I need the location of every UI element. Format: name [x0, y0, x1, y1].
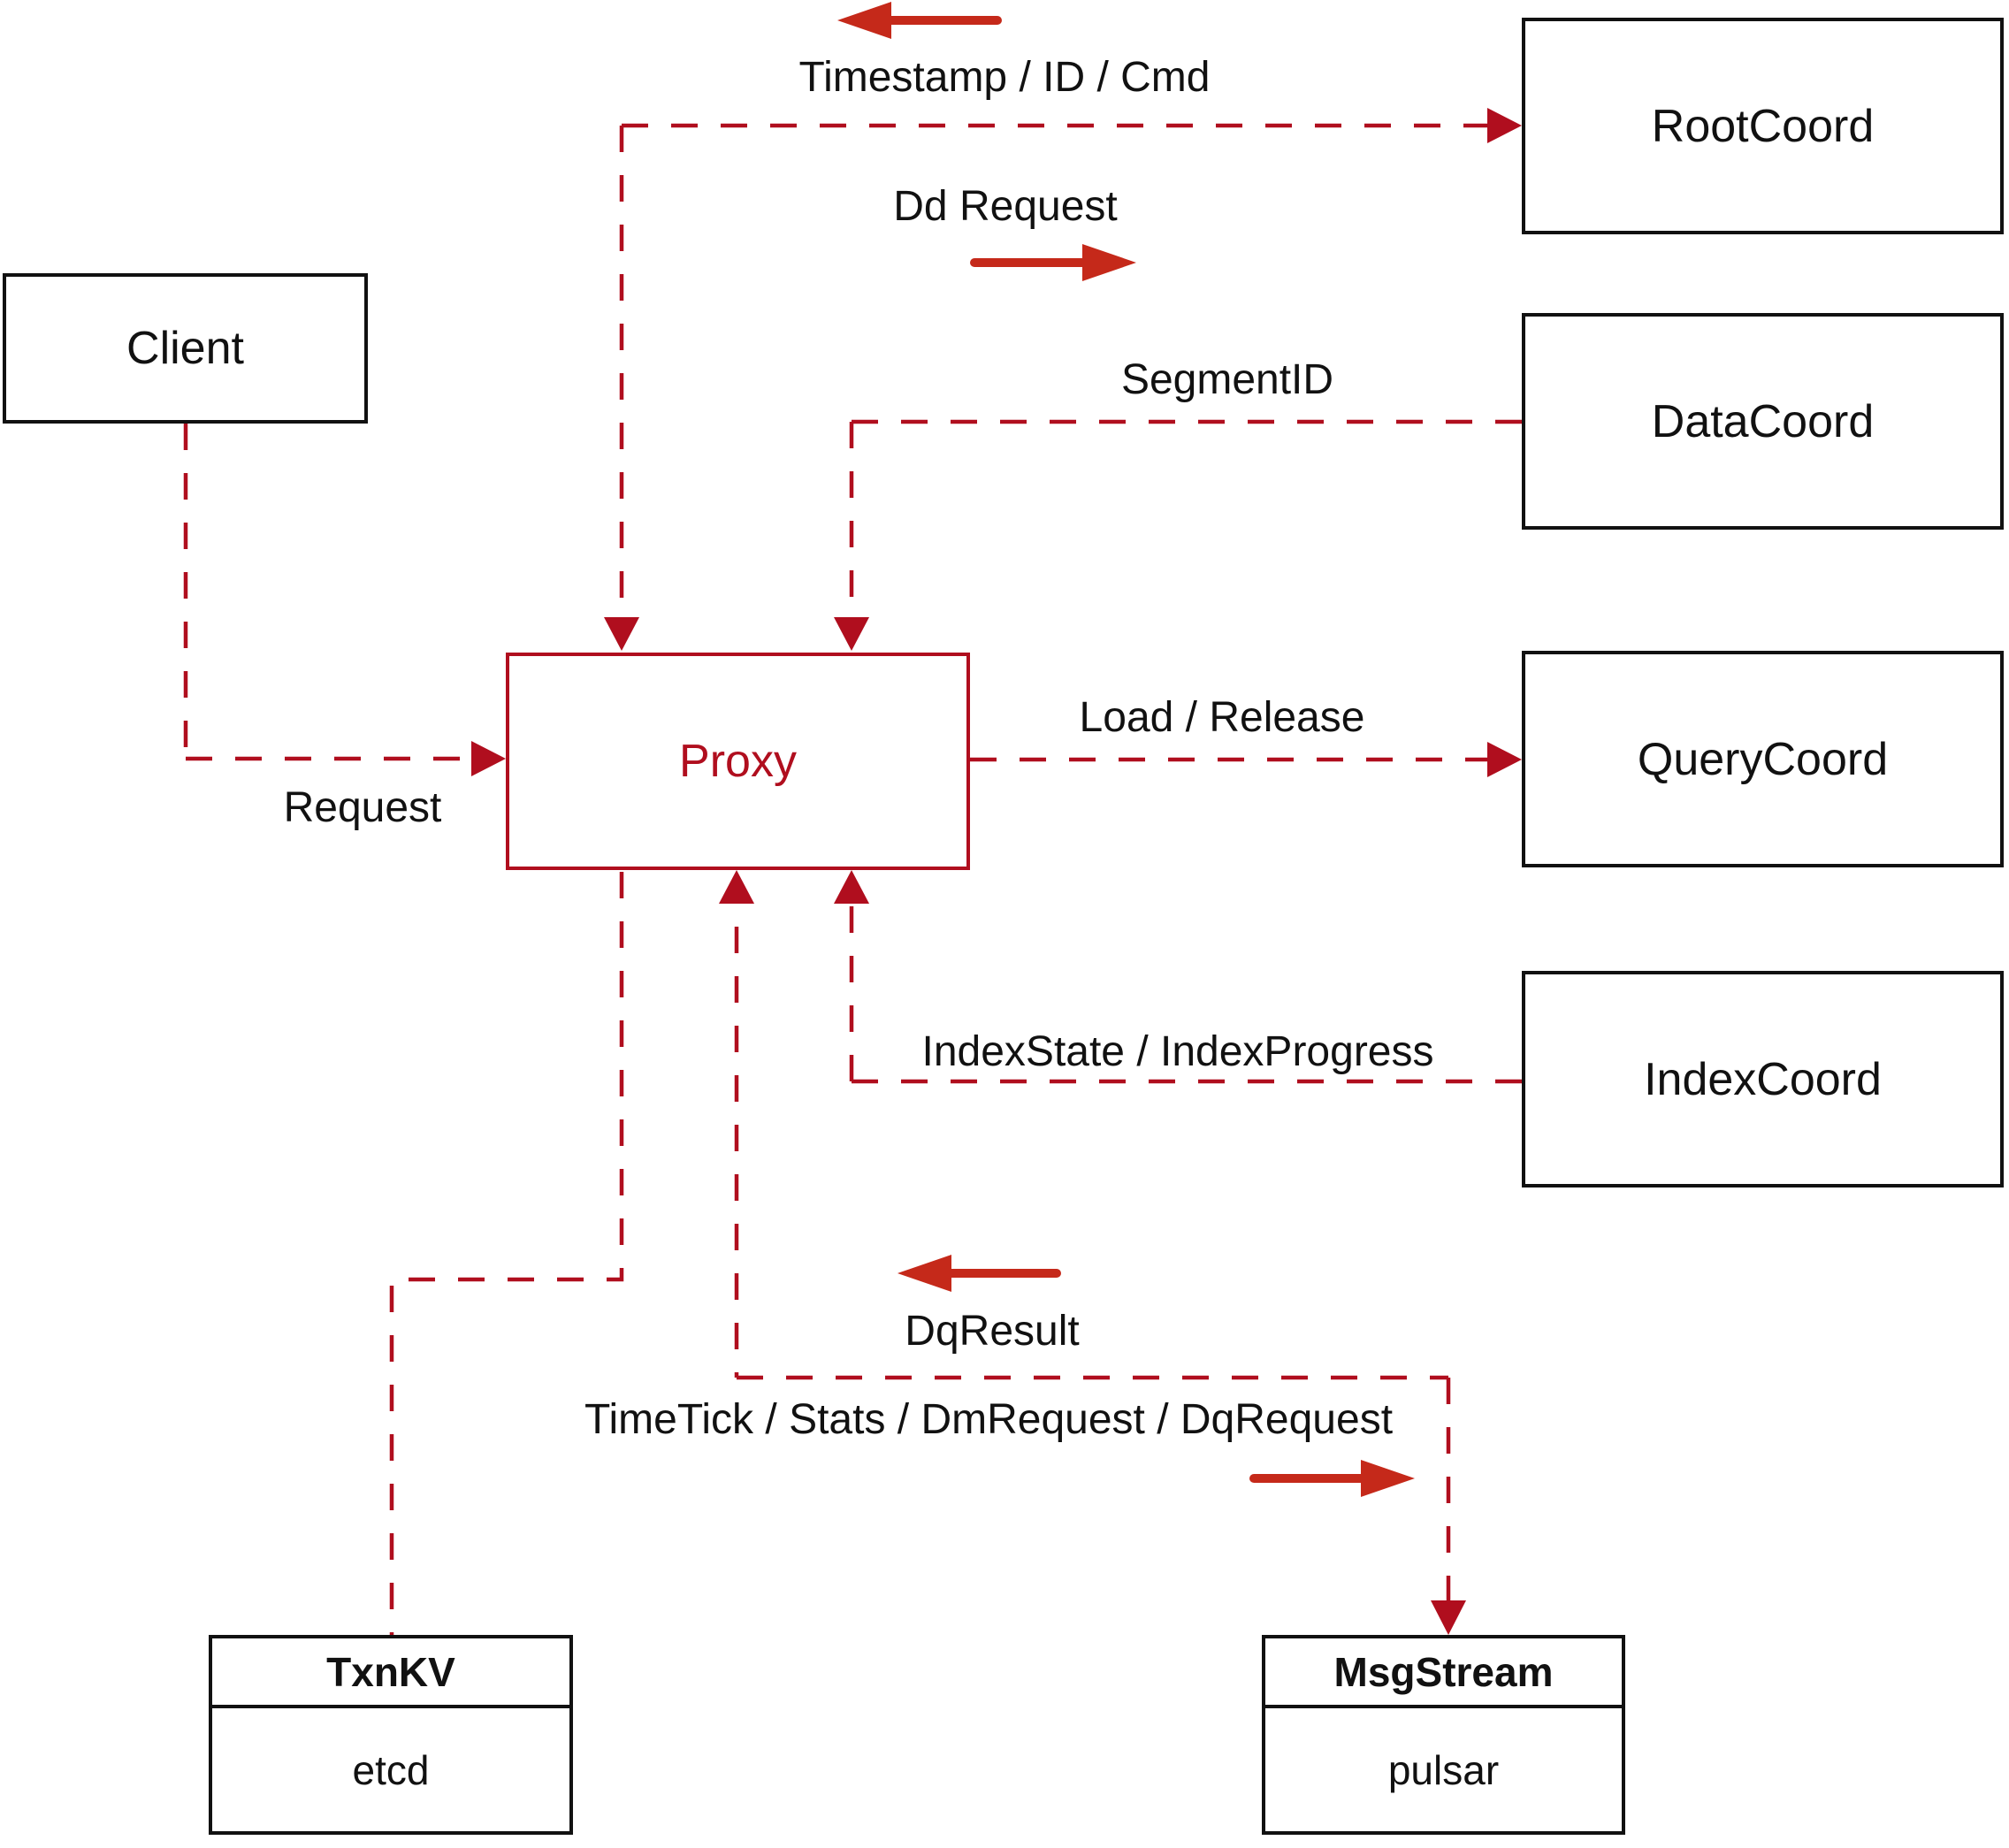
edge-proxy-txnkv: [389, 872, 624, 1635]
edge-client-proxy: [183, 424, 506, 776]
proxy-node: Proxy: [506, 653, 970, 870]
querycoord-label: QueryCoord: [1637, 733, 1889, 785]
indexcoord-label: IndexCoord: [1644, 1053, 1882, 1105]
datacoord-node: DataCoord: [1522, 313, 2004, 530]
querycoord-node: QueryCoord: [1522, 651, 2004, 867]
label-load-release: Load / Release: [1079, 694, 1365, 741]
txnkv-node: TxnKV etcd: [209, 1635, 573, 1835]
time-tick-direction-arrow-icon: [1249, 1460, 1415, 1497]
edge-datacoord-proxy: [834, 419, 1522, 651]
dq-result-direction-arrow-icon: [898, 1255, 1061, 1292]
rootcoord-node: RootCoord: [1522, 18, 2004, 234]
edge-indexcoord-proxy: [834, 870, 1522, 1084]
label-request: Request: [283, 784, 442, 831]
label-dd-request: Dd Request: [893, 183, 1118, 230]
msgstream-subtitle: pulsar: [1387, 1746, 1500, 1793]
dd-request-direction-arrow-icon: [970, 244, 1136, 281]
label-index-state: IndexState / IndexProgress: [921, 1028, 1434, 1075]
label-timestamp-id-cmd: Timestamp / ID / Cmd: [798, 54, 1211, 101]
edge-proxy-querycoord: [970, 742, 1522, 777]
client-label: Client: [126, 323, 244, 374]
rootcoord-label: RootCoord: [1651, 100, 1875, 152]
datacoord-label: DataCoord: [1651, 395, 1875, 447]
client-node: Client: [3, 273, 368, 424]
edge-proxy-msgstream: [719, 870, 1466, 1635]
edge-proxy-rootcoord: [604, 108, 1522, 651]
label-time-tick: TimeTick / Stats / DmRequest / DqRequest: [584, 1396, 1394, 1443]
msgstream-node: MsgStream pulsar: [1262, 1635, 1625, 1835]
indexcoord-node: IndexCoord: [1522, 971, 2004, 1187]
txnkv-title: TxnKV: [212, 1638, 569, 1708]
timestamp-direction-arrow-icon: [837, 2, 1002, 39]
label-dq-result: DqResult: [905, 1308, 1080, 1355]
label-segment-id: SegmentID: [1120, 356, 1334, 403]
proxy-label: Proxy: [679, 736, 797, 787]
msgstream-title: MsgStream: [1265, 1638, 1622, 1708]
txnkv-subtitle: etcd: [352, 1746, 430, 1793]
